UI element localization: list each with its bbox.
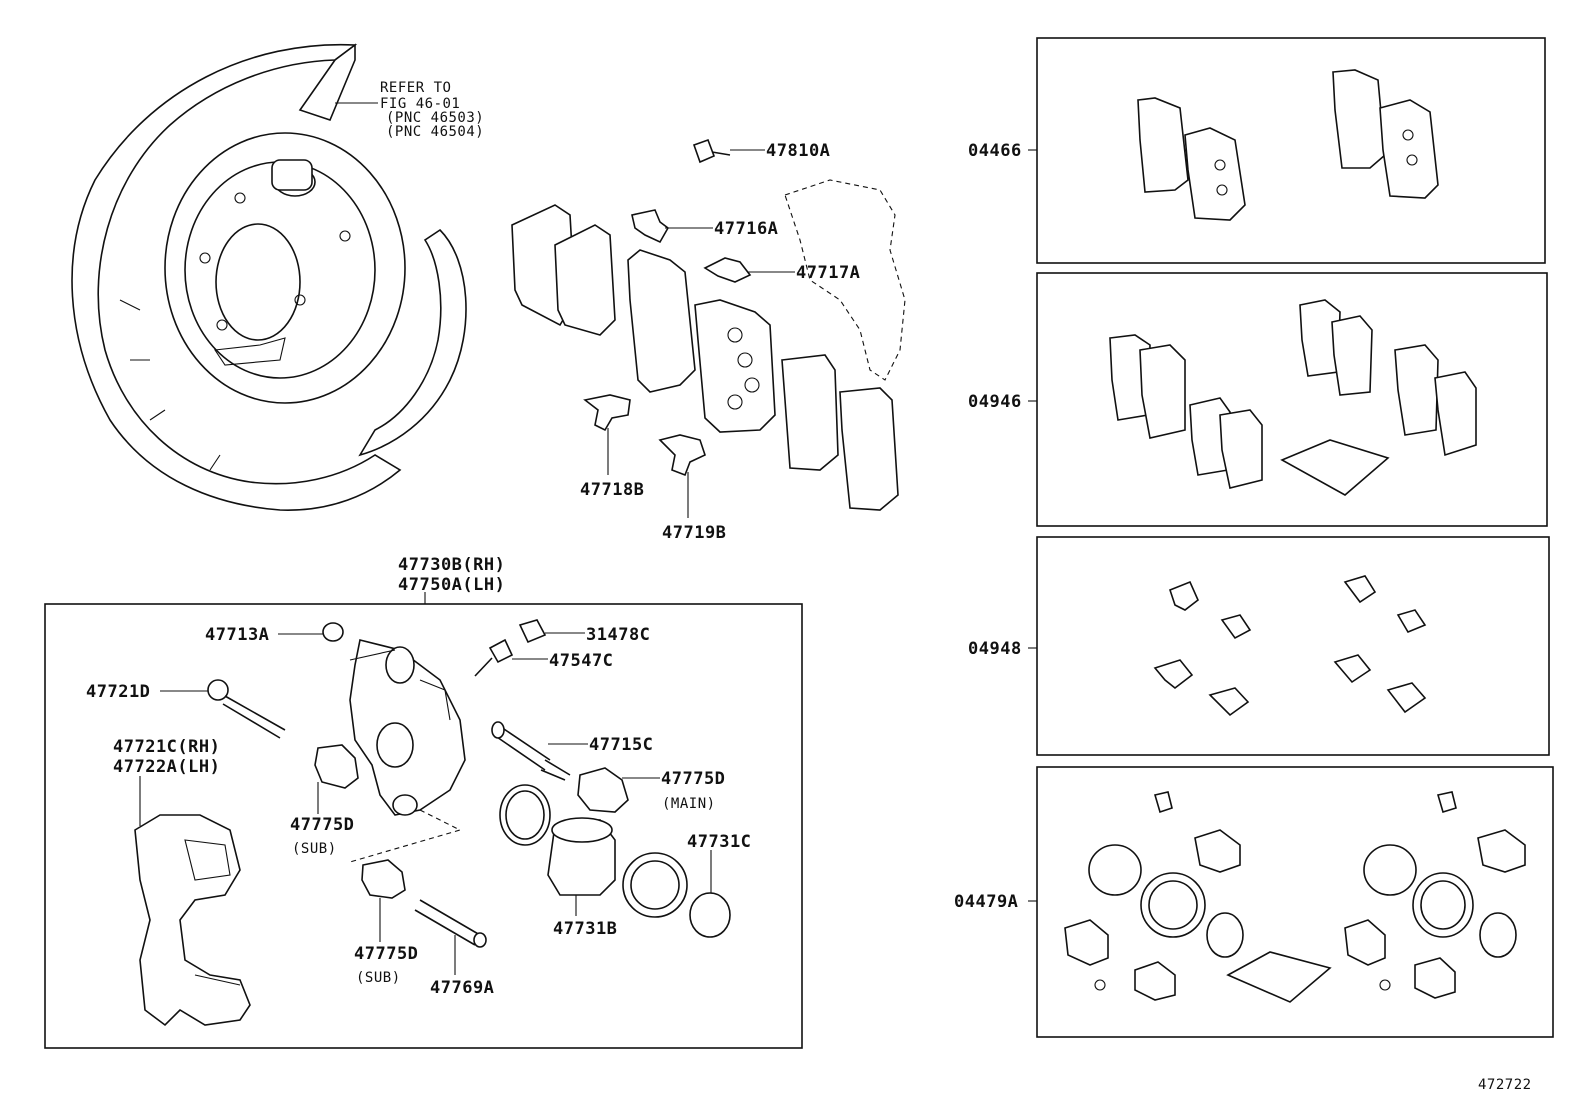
kit-code: 04479A xyxy=(954,892,1018,912)
label-47717A: 47717A xyxy=(796,263,860,283)
kit-04948: 04948 xyxy=(968,536,1550,756)
refer-note: REFER TO FIG 46-01 (PNC 46503) (PNC 4650… xyxy=(380,80,484,140)
label-47731B: 47731B xyxy=(553,919,617,939)
label-47547C: 47547C xyxy=(549,651,613,671)
kit-code: 04948 xyxy=(968,639,1022,659)
label-47719B: 47719B xyxy=(662,523,726,543)
label-47750A: 47750A(LH) xyxy=(398,575,505,595)
label-47731C: 47731C xyxy=(687,832,751,852)
label-47721D: 47721D xyxy=(86,682,150,702)
label-47810A: 47810A xyxy=(766,141,830,161)
kit-box xyxy=(1036,272,1548,527)
caliper-illustration xyxy=(134,619,731,1027)
label-31478C: 31478C xyxy=(586,625,650,645)
label-47769A: 47769A xyxy=(430,978,494,998)
refer-note-line1: REFER TO xyxy=(380,80,451,96)
label-47721C: 47721C(RH) xyxy=(113,737,220,757)
label-47775D-sub1: 47775D xyxy=(290,815,354,835)
label-47730B: 47730B(RH) xyxy=(398,555,505,575)
label-47718B: 47718B xyxy=(580,480,644,500)
label-sub2: (SUB) xyxy=(356,970,401,986)
label-47715C: 47715C xyxy=(589,735,653,755)
label-main: (MAIN) xyxy=(662,796,716,812)
refer-note-line3: (PNC 46503) xyxy=(386,110,484,126)
label-47716A: 47716A xyxy=(714,219,778,239)
label-sub1: (SUB) xyxy=(292,841,337,857)
label-47775D-main: 47775D xyxy=(661,769,725,789)
brake-pads-illustration xyxy=(511,138,906,511)
dust-shield-illustration xyxy=(71,43,467,511)
label-47775D-sub2: 47775D xyxy=(354,944,418,964)
kit-box xyxy=(1036,536,1550,756)
diagram-id: 472722 xyxy=(1478,1077,1532,1093)
caliper-assembly-box xyxy=(44,603,803,1049)
kit-code: 04946 xyxy=(968,392,1022,412)
kit-04466: 04466 xyxy=(968,37,1546,264)
kit-04946: 04946 xyxy=(968,272,1548,527)
refer-note-line2: FIG 46-01 xyxy=(380,96,460,112)
kit-box xyxy=(1036,37,1546,264)
kit-code: 04466 xyxy=(968,141,1022,161)
label-47713A: 47713A xyxy=(205,625,269,645)
kit-box xyxy=(1036,766,1554,1038)
refer-note-line4: (PNC 46504) xyxy=(386,124,484,140)
kit-04479A: 04479A xyxy=(954,766,1554,1038)
label-47722A: 47722A(LH) xyxy=(113,757,220,777)
